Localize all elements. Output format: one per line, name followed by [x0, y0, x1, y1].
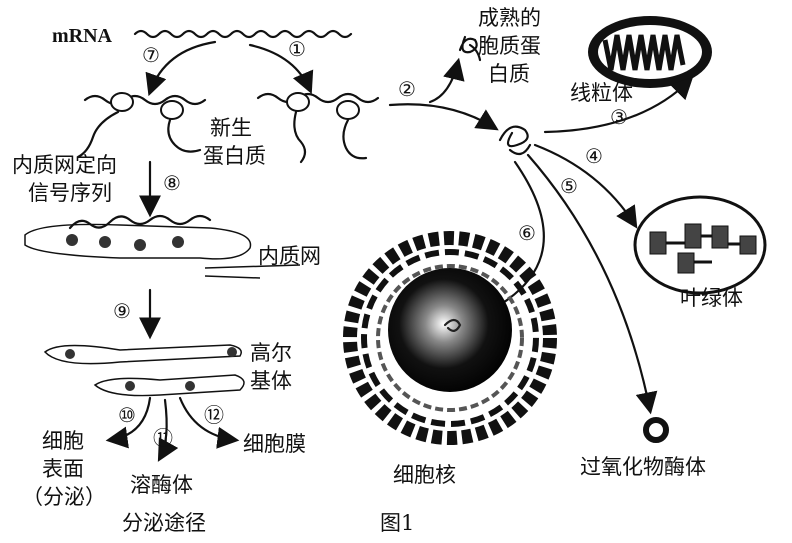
step-5-label: ⑤ [560, 174, 578, 198]
nucleus-label: 细胞核 [393, 463, 456, 487]
nucleus [343, 231, 557, 445]
arrow-3 [543, 76, 694, 134]
mature-protein-label-1: 成熟的 [478, 6, 541, 30]
peroxisome [643, 417, 669, 443]
step-3-label: ③ [610, 105, 628, 129]
chloroplast-label: 叶绿体 [680, 286, 743, 310]
free-polysome-right [256, 92, 380, 164]
mature-protein-label-2: 胞质蛋 [478, 34, 541, 58]
golgi-apparatus [43, 344, 245, 397]
folded-protein-icon [498, 125, 532, 156]
new-protein-label-1: 新生 [210, 116, 252, 140]
arrow-7 [145, 40, 217, 97]
mitochondrion [588, 16, 712, 88]
step-10-label: ⑩ [118, 403, 136, 427]
chloroplast [633, 195, 767, 295]
arrow-4 [533, 143, 638, 229]
arrow-2-mature [428, 57, 465, 104]
free-polysome-left [76, 92, 207, 159]
step-6-label: ⑥ [518, 221, 536, 245]
step-8-label: ⑧ [163, 171, 181, 195]
figure-caption: 图1 [380, 511, 414, 535]
step-12-label: ⑫ [204, 403, 224, 427]
golgi-label-2: 基体 [250, 369, 292, 393]
mitochondrion-label: 线粒体 [570, 81, 633, 105]
er-signal-label-2: 信号序列 [28, 181, 112, 205]
er-signal-label-1: 内质网定向 [12, 153, 117, 177]
step-2-label: ② [398, 77, 416, 101]
er-label: 内质网 [258, 244, 321, 268]
golgi-label-1: 高尔 [250, 341, 292, 365]
step-1-label: ① [288, 37, 306, 61]
cell-membrane-label: 细胞膜 [243, 432, 306, 456]
peroxisome-label: 过氧化物酶体 [580, 455, 706, 479]
arrow-2 [388, 103, 499, 131]
arrow-10 [105, 396, 152, 449]
new-protein-label-2: 蛋白质 [203, 144, 266, 168]
arrow-12 [178, 396, 240, 449]
arrow-11 [157, 398, 179, 462]
cell-surface-label-3: （分泌） [22, 485, 106, 509]
arrow-1 [248, 43, 314, 95]
mature-protein-label-3: 白质 [488, 62, 530, 86]
step-4-label: ④ [585, 144, 603, 168]
step-7-label: ⑦ [142, 43, 160, 67]
cell-surface-label-2: 表面 [42, 457, 84, 481]
lysosome-label: 溶酶体 [130, 473, 193, 497]
mrna-label: mRNA [52, 25, 113, 47]
endoplasmic-reticulum [24, 214, 301, 279]
step-11-label: ⑪ [153, 426, 173, 450]
mature-protein-icon [458, 35, 482, 62]
step-9-label: ⑨ [113, 299, 131, 323]
secretory-pathway-label: 分泌途径 [122, 511, 206, 535]
mrna-strand [133, 29, 353, 39]
cell-surface-label-1: 细胞 [42, 429, 84, 453]
arrow-5 [526, 153, 658, 415]
